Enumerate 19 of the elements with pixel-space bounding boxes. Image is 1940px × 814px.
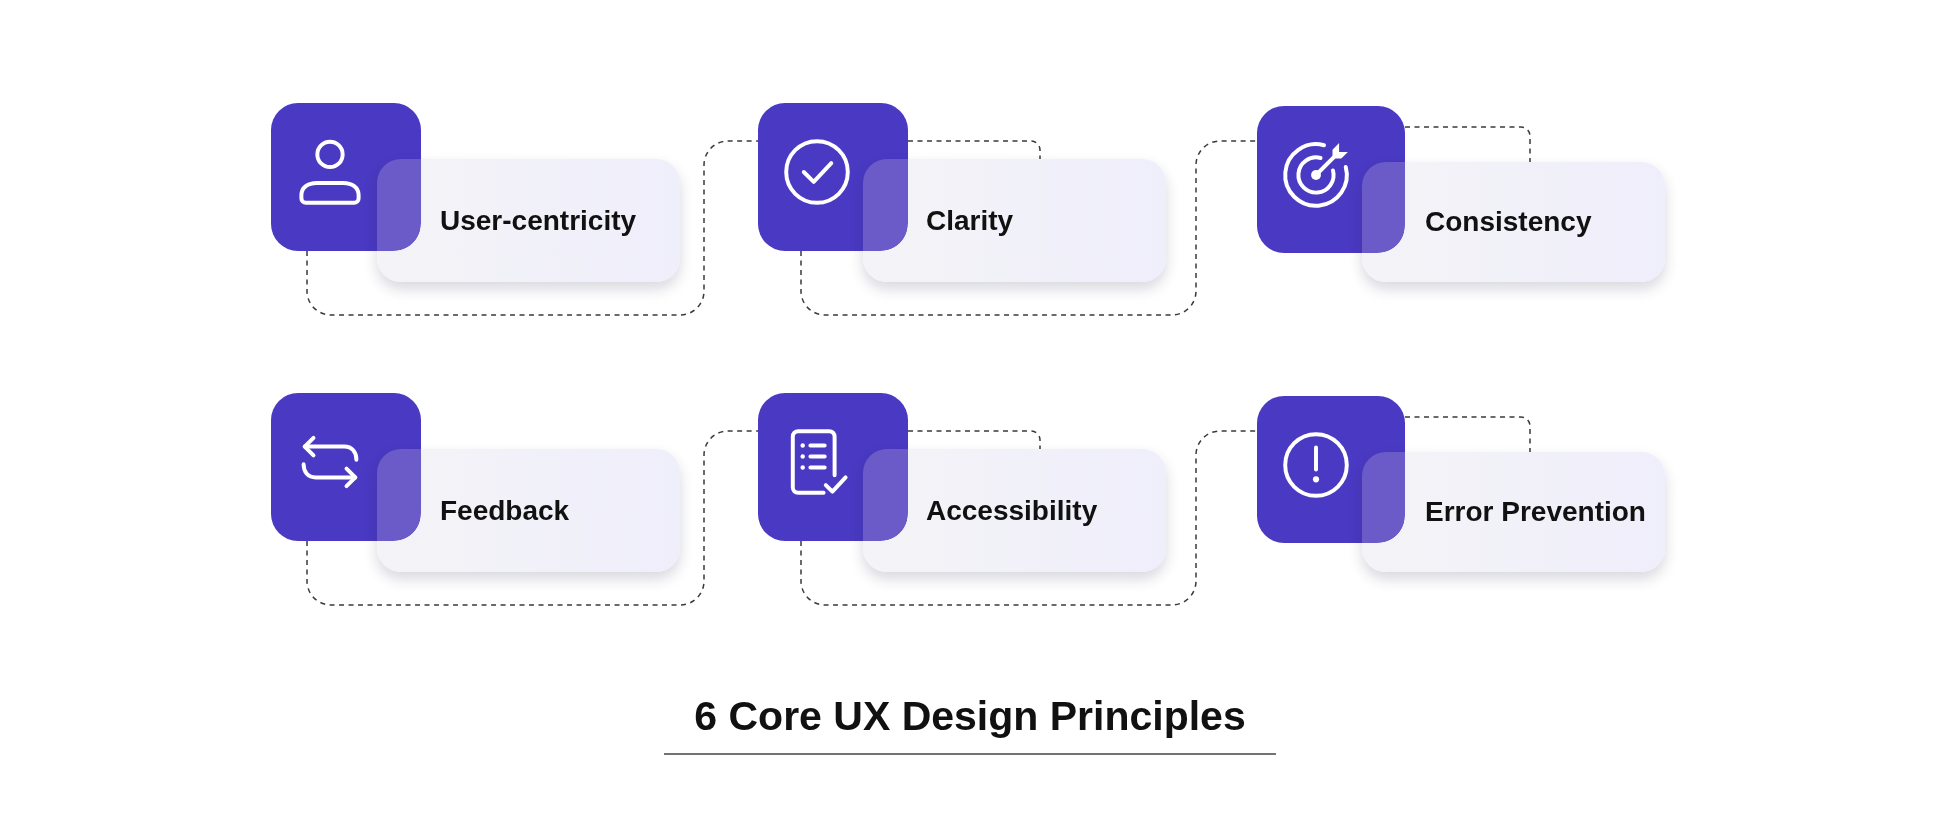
principle-label: Consistency: [1425, 206, 1592, 238]
dashed-connector: [800, 430, 1258, 606]
principle-card: [377, 449, 680, 572]
principle-card: [377, 159, 680, 282]
dashed-connector: [1404, 126, 1531, 163]
principle-card: [1362, 452, 1665, 572]
dashed-connector: [306, 140, 759, 316]
principle-label: User-centricity: [440, 204, 637, 237]
principle-label: Accessibility: [926, 494, 1098, 527]
principle-card: [1362, 162, 1665, 282]
principle-label: Clarity: [926, 204, 1014, 237]
dashed-connector: [1404, 416, 1531, 453]
principle-card: [863, 449, 1166, 572]
diagram-title: 6 Core UX Design Principles: [694, 693, 1246, 739]
dashed-connector: [306, 430, 759, 606]
dashed-connector: [800, 140, 1258, 316]
principle-label: Feedback: [440, 494, 570, 527]
principle-card: [863, 159, 1166, 282]
principle-label: Error Prevention: [1425, 496, 1646, 528]
